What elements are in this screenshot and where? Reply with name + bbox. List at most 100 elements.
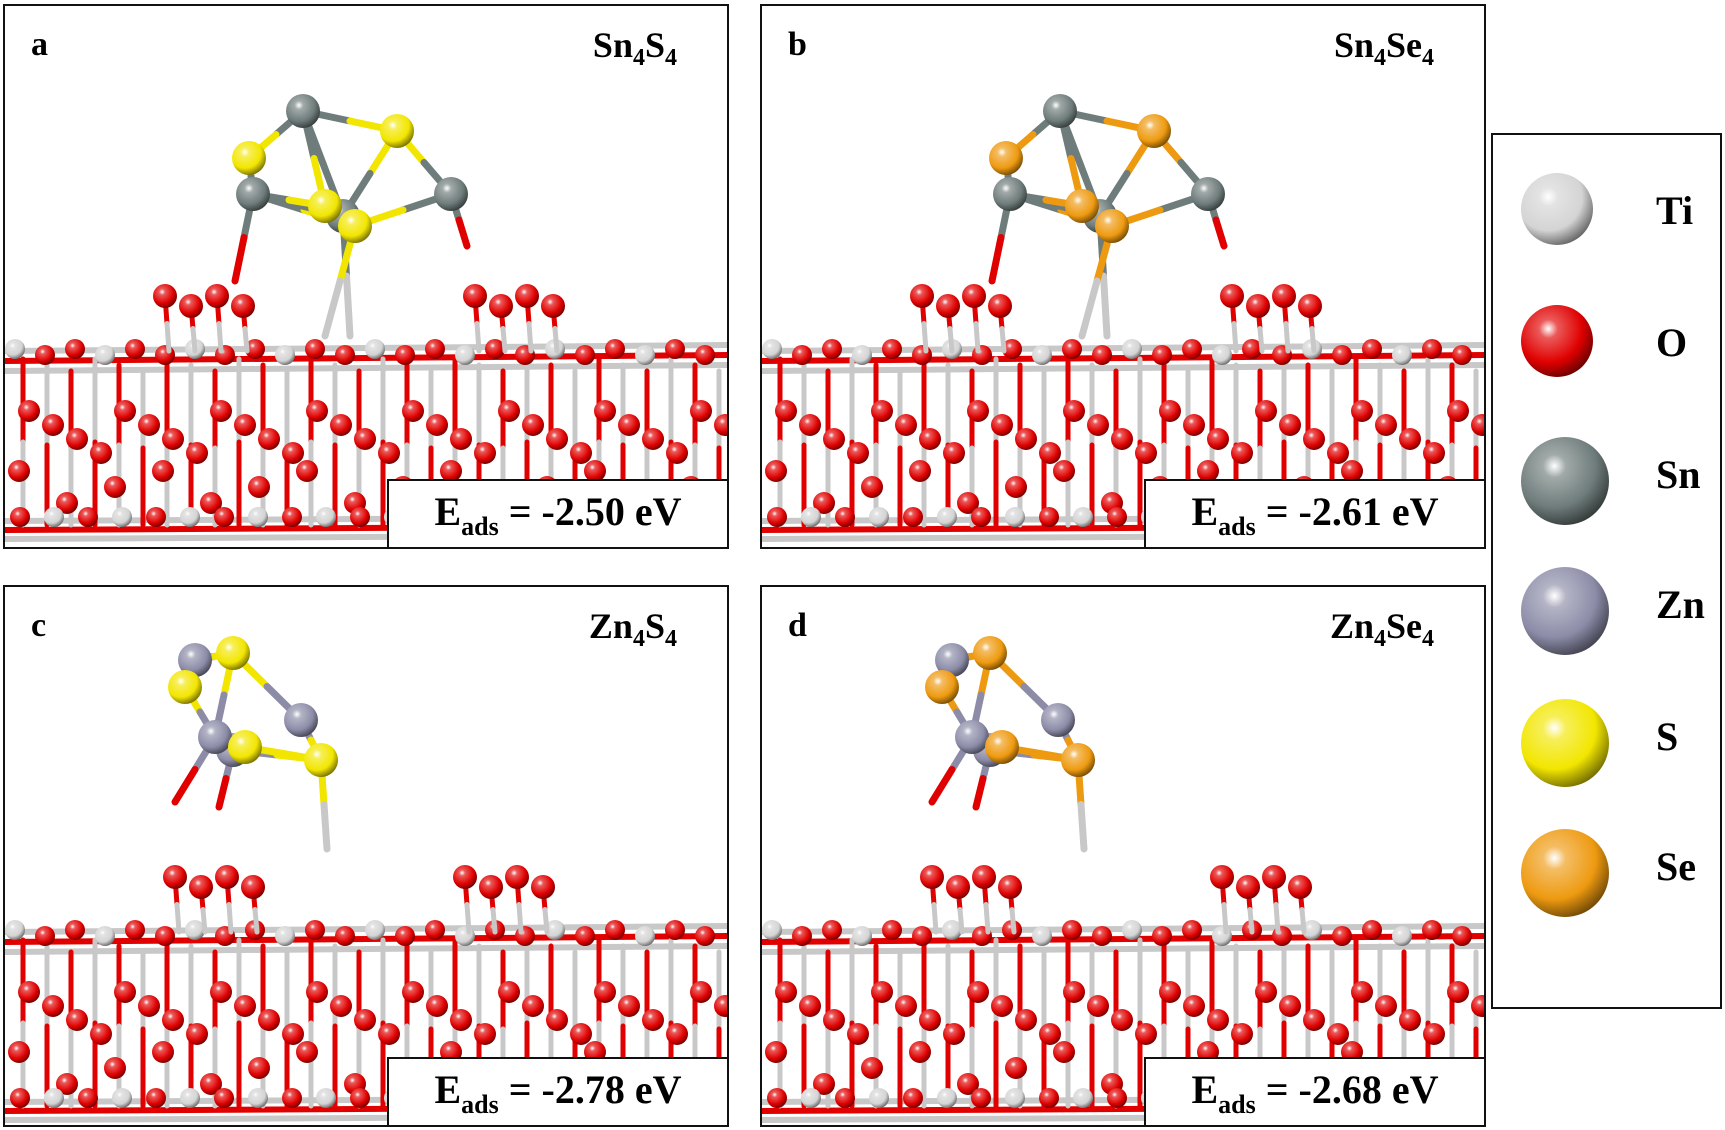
formula-chalcogen: Se xyxy=(1386,25,1422,65)
anchor-bond xyxy=(231,234,248,285)
o-atom xyxy=(1092,345,1112,365)
o-atom xyxy=(18,981,40,1003)
o-atom xyxy=(1039,1023,1061,1045)
sn-atom xyxy=(286,94,320,128)
o-atom xyxy=(114,400,136,422)
adsorption-energy-box: Eads = -2.50 eV xyxy=(387,479,727,547)
bridge-bond xyxy=(983,902,991,935)
o-atom xyxy=(1231,1023,1253,1045)
bridging-o-atom xyxy=(910,284,934,308)
anchor-bond xyxy=(321,277,344,340)
o-atom xyxy=(296,460,318,482)
ti-atom xyxy=(248,1088,268,1108)
o-atom xyxy=(125,920,145,940)
o-atom xyxy=(1362,339,1382,359)
bridge-bond xyxy=(1257,326,1265,354)
o-atom xyxy=(138,995,160,1017)
o-atom xyxy=(1255,400,1277,422)
anchor-bond xyxy=(1078,277,1101,340)
o-atom xyxy=(42,995,64,1017)
energy-subscript: ads xyxy=(461,512,499,541)
ti-atom xyxy=(365,920,385,940)
o-atom xyxy=(835,507,855,527)
bridge-bond xyxy=(957,907,965,935)
cluster-formula: Zn4S4 xyxy=(589,605,677,653)
o-atom xyxy=(10,1088,30,1108)
o-atom xyxy=(847,1023,869,1045)
panel-label: a xyxy=(31,26,48,63)
o-atom xyxy=(65,920,85,940)
bridge-bond xyxy=(931,902,939,935)
o-atom xyxy=(1422,339,1442,359)
legend-item-o: O xyxy=(1493,291,1720,391)
o-atom xyxy=(903,1088,923,1108)
bridge-bond xyxy=(174,902,182,935)
o-atom xyxy=(104,476,126,498)
o-atom xyxy=(1471,414,1484,436)
o-atom xyxy=(305,339,325,359)
ti-atom xyxy=(635,345,655,365)
o-atom xyxy=(1039,442,1061,464)
ti-atom xyxy=(801,1088,821,1108)
ti-atom xyxy=(1005,1088,1025,1108)
o-atom xyxy=(335,926,355,946)
o-atom xyxy=(8,460,30,482)
o-atom xyxy=(919,428,941,450)
energy-symbol: E xyxy=(434,1067,462,1112)
o-atom xyxy=(282,1023,304,1045)
o-atom xyxy=(575,926,595,946)
o-atom xyxy=(903,507,923,527)
ti-atom xyxy=(365,339,385,359)
ti-atom xyxy=(869,507,889,527)
se-atom xyxy=(989,141,1023,175)
bridging-o-atom xyxy=(163,865,187,889)
o-atom xyxy=(835,1088,855,1108)
bridging-o-atom xyxy=(505,865,529,889)
ti-atom xyxy=(95,345,115,365)
o-atom xyxy=(861,476,883,498)
o-atom xyxy=(584,460,606,482)
o-atom xyxy=(882,920,902,940)
o-atom xyxy=(186,1023,208,1045)
o-atom xyxy=(822,339,842,359)
o-atom xyxy=(248,476,270,498)
o-atom xyxy=(354,428,376,450)
bridging-o-atom xyxy=(1288,875,1312,899)
o-atom xyxy=(957,492,979,514)
bridging-o-atom xyxy=(972,865,996,889)
ti-atom xyxy=(180,507,200,527)
o-atom xyxy=(114,981,136,1003)
ti-atom xyxy=(5,920,25,940)
bridging-o-atom xyxy=(205,284,229,308)
bridging-o-atom xyxy=(179,294,203,318)
anchor-bond xyxy=(1077,801,1088,853)
ti-atom xyxy=(1392,926,1412,946)
o-atom xyxy=(861,1057,883,1079)
formula-chalcogen-count: 4 xyxy=(1422,626,1434,652)
o-atom xyxy=(1135,442,1157,464)
ti-atom xyxy=(937,1088,957,1108)
o-atom xyxy=(1063,400,1085,422)
ti-atom xyxy=(5,339,25,359)
o-atom xyxy=(330,414,352,436)
adsorption-energy-box: Eads = -2.68 eV xyxy=(1144,1057,1484,1125)
o-atom xyxy=(18,400,40,422)
o-atom xyxy=(575,345,595,365)
o-atom xyxy=(78,507,98,527)
o-atom xyxy=(957,1073,979,1095)
o-atom xyxy=(570,442,592,464)
o-atom xyxy=(971,507,991,527)
ti-atom xyxy=(1122,339,1142,359)
o-atom xyxy=(912,926,932,946)
o-atom xyxy=(1002,339,1022,359)
o-atom xyxy=(66,428,88,450)
o-atom xyxy=(42,414,64,436)
o-atom xyxy=(1423,1023,1445,1045)
o-atom xyxy=(991,414,1013,436)
o-atom xyxy=(306,981,328,1003)
zn-atom xyxy=(1041,703,1075,737)
s-atom xyxy=(338,209,372,243)
o-atom xyxy=(594,981,616,1003)
zn-atom xyxy=(935,643,969,677)
bridge-bond xyxy=(1009,907,1017,935)
